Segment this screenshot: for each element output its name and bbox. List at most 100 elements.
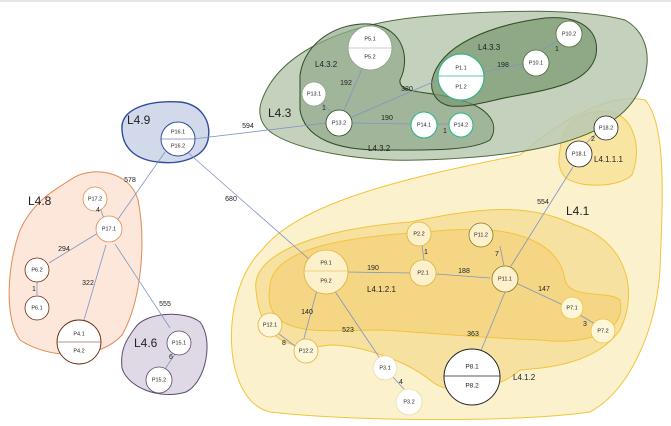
edge-label-380: 380: [401, 86, 413, 93]
edge-p11-p7: [515, 282, 564, 306]
node-p16[interactable]: P16.1 P16.2: [160, 121, 196, 157]
edge-p16-p9: [184, 149, 311, 261]
group-label-l4-3-3: L4.3.3: [478, 43, 501, 52]
node-p2-1[interactable]: P2.1: [409, 259, 437, 287]
node-p7-2-label: P7.2: [597, 328, 608, 334]
node-p11-1[interactable]: P11.1: [491, 265, 519, 293]
edge-p7-p7b: [579, 314, 596, 325]
node-p10-2[interactable]: P10.2: [555, 20, 583, 48]
node-p12-2-label: P12.2: [299, 348, 313, 354]
edge-p11-p8: [477, 291, 506, 359]
edge-label-1b: 1: [322, 105, 326, 112]
edge-label-190a: 190: [381, 115, 393, 122]
edge-label-6: 6: [169, 354, 173, 361]
edge-label-554: 554: [537, 199, 549, 206]
node-p8-label-top: P8.1: [465, 364, 479, 371]
node-p14-1-label: P14.1: [417, 122, 431, 128]
node-p7-1[interactable]: P7.1: [560, 296, 584, 320]
edge-p1-p10: [483, 63, 524, 73]
group-label-l4-3: L4.3: [268, 106, 292, 120]
edge-p16-p13: [192, 122, 327, 140]
node-p12-2[interactable]: P12.2: [293, 338, 319, 364]
node-p15-2-label: P15.2: [152, 377, 166, 383]
node-p15-2[interactable]: P15.2: [145, 366, 173, 394]
edge-label-578: 578: [124, 177, 136, 184]
group-label-l4-8: L4.8: [28, 194, 52, 208]
node-p8[interactable]: P8.1 P8.2: [443, 348, 501, 406]
node-p13-1-label: P13.1: [307, 91, 321, 97]
node-p17-2-label: P17.2: [88, 196, 102, 202]
edge-label-1e: 1: [424, 249, 428, 256]
edge-label-1a: 1: [555, 46, 559, 53]
edge-label-594: 594: [242, 123, 254, 130]
group-label-l4-6: L4.6: [134, 336, 158, 350]
edge-p13-p5: [341, 61, 366, 116]
node-p5-label-bottom: P5.2: [364, 54, 375, 60]
node-p12-1[interactable]: P12.1: [257, 312, 283, 338]
edge-label-294: 294: [58, 246, 70, 253]
node-p14-2[interactable]: P14.2: [448, 112, 474, 138]
node-p3-2[interactable]: P3.2: [395, 388, 423, 416]
node-p9-label-bottom: P9.2: [320, 278, 331, 284]
edge-label-188: 188: [458, 268, 470, 275]
node-p17-1[interactable]: P17.1: [95, 215, 123, 243]
edge-label-2: 2: [591, 136, 595, 143]
node-p9[interactable]: P9.1 P9.2: [303, 249, 349, 295]
node-p10-1[interactable]: P10.1: [522, 49, 550, 77]
node-p13-2-label: P13.2: [332, 120, 346, 126]
node-p1-label-bottom: P1.2: [455, 84, 466, 90]
edge-label-190b: 190: [367, 265, 379, 272]
node-p14-1[interactable]: P14.1: [410, 111, 438, 139]
edge-label-3: 3: [583, 321, 587, 328]
edge-p12-p12b: [278, 333, 296, 347]
node-p6-2[interactable]: P6.2: [24, 257, 50, 283]
edge-p16-p17: [115, 151, 166, 223]
node-p11-2-label: P11.2: [474, 232, 488, 238]
node-p1[interactable]: P1.1 P1.2: [437, 53, 485, 101]
node-p13-2[interactable]: P13.2: [325, 109, 353, 137]
node-p14-2-label: P14.2: [454, 122, 468, 128]
node-p17-2[interactable]: P17.2: [82, 186, 108, 212]
node-p15-1[interactable]: P15.1: [166, 330, 192, 356]
node-p16-label-bottom: P16.2: [171, 143, 185, 149]
edge-label-1d: 1: [32, 286, 36, 293]
node-p2-2-label: P2.2: [413, 231, 424, 237]
edge-p13-p14: [350, 122, 413, 125]
edge-label-8: 8: [282, 340, 286, 347]
edge-p2-p2b: [421, 244, 425, 261]
node-p16-label-top: P16.1: [171, 129, 185, 135]
node-p18-2[interactable]: P18.2: [593, 115, 619, 141]
node-p6-1-label: P6.1: [31, 305, 42, 311]
group-label-l4-1-2: L4.1.2: [513, 373, 536, 382]
edge-labels: 594 680 578 192 380 198 190 1 1 1 4 294 …: [32, 46, 595, 386]
edge-p9-p12: [302, 289, 318, 343]
edge-label-322: 322: [82, 280, 94, 287]
node-p7-2[interactable]: P7.2: [590, 318, 616, 344]
node-p4[interactable]: P4.1 P4.2: [56, 319, 102, 365]
node-p1-label-top: P1.1: [455, 65, 466, 71]
node-p6-1[interactable]: P6.1: [24, 295, 50, 321]
edge-label-555: 555: [159, 301, 171, 308]
group-label-l4-1-2-1: L4.1.2.1: [367, 285, 396, 294]
node-p18-1[interactable]: P18.1: [565, 140, 593, 168]
node-p13-1[interactable]: P13.1: [301, 81, 327, 107]
node-p2-1-label: P2.1: [417, 270, 428, 276]
node-p18-2-label: P18.2: [599, 125, 613, 131]
edge-label-523: 523: [342, 327, 354, 334]
node-p12-1-label: P12.1: [263, 322, 277, 328]
node-p15-1-label: P15.1: [172, 340, 186, 346]
group-label-l4-1-1-1: L4.1.1.1: [594, 155, 623, 164]
node-p2-2[interactable]: P2.2: [406, 221, 432, 247]
group-l4-1-2-1-region: [268, 228, 622, 342]
edge-p9-p3: [333, 289, 380, 358]
node-p3-1[interactable]: P3.1: [372, 355, 398, 381]
node-p11-1-label: P11.1: [498, 276, 512, 282]
edge-p17-p15: [114, 243, 171, 329]
edge-p17-p6: [48, 232, 99, 264]
edge-p9-p2: [347, 271, 411, 274]
node-p11-2[interactable]: P11.2: [468, 222, 494, 248]
edge-p13-p1: [351, 78, 441, 118]
node-p8-label-bottom: P8.2: [465, 383, 479, 390]
node-p5[interactable]: P5.1 P5.2: [347, 25, 393, 71]
edge-label-7: 7: [495, 251, 499, 258]
